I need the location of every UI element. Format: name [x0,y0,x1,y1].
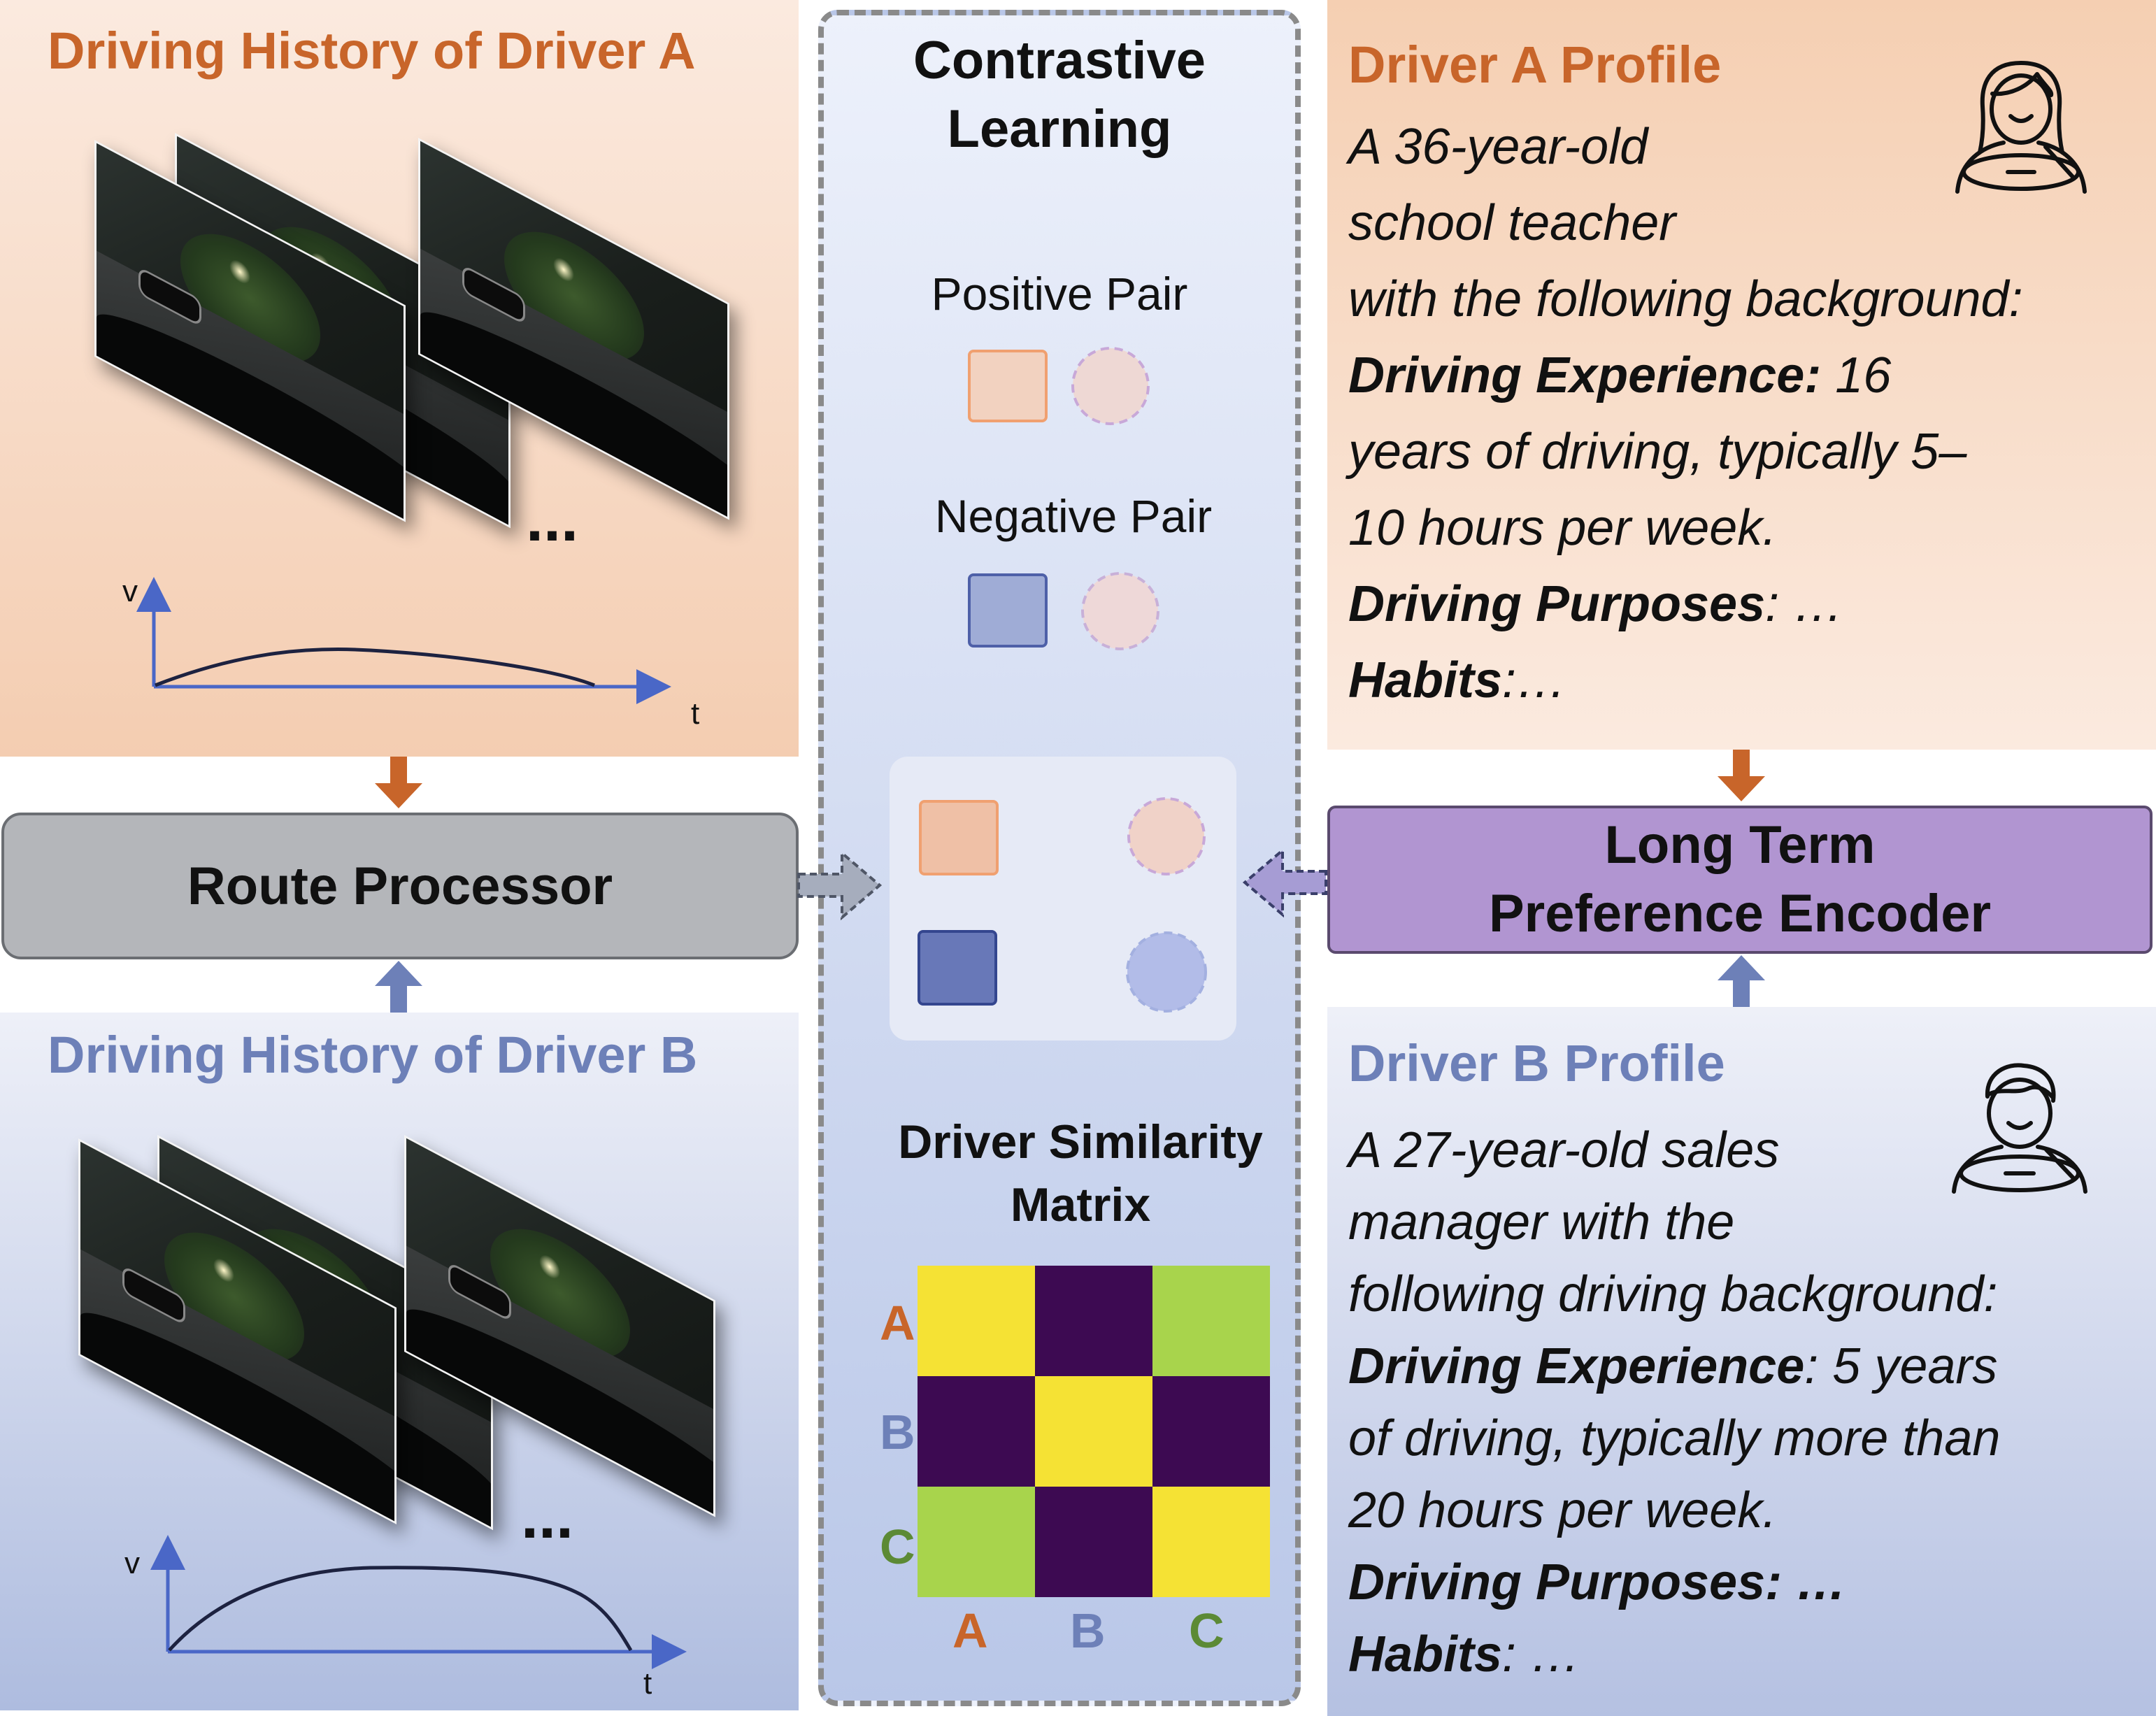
embedding-space-icons [918,797,1207,1013]
profile-line: Driving Experience: 5 years [1348,1331,2000,1403]
velocity-chart-b: v t [124,1535,687,1699]
purposes-label: Driving Purposes: … [1348,1554,1847,1610]
profile-line: Habits: … [1348,1619,2000,1691]
matrix-cell [1152,1266,1270,1376]
route-processor-box: Route Processor [1,813,799,959]
driver-b-profile-text: A 27-year-old sales manager with the fol… [1348,1115,2000,1691]
driver-a-history-title: Driving History of Driver A [48,22,696,80]
v-label: v [124,1546,140,1580]
profile-line: with the following background: [1348,271,2023,327]
col-label-a: A [952,1603,988,1658]
experience-value: : 5 years [1804,1338,1998,1394]
profile-line: following driving background: [1348,1266,1998,1322]
matrix-cell [1035,1376,1152,1487]
up-arrow-b [375,961,422,1013]
col-label-b: B [1070,1603,1106,1658]
encoder-line2: Preference Encoder [1488,884,1992,943]
driver-a-profile-panel [1327,0,2156,750]
experience-label: Driving Experience [1348,1338,1805,1394]
female-driver-icon [1955,61,2087,194]
profile-line: A 27-year-old sales [1348,1122,1780,1178]
profile-line: school teacher [1348,195,1676,251]
male-driver-icon [1952,1063,2087,1194]
driver-b-profile-title: Driver B Profile [1348,1034,1725,1092]
habits-label: Habits [1348,652,1503,708]
col-label-c: C [1189,1603,1225,1658]
t-label: t [691,696,699,731]
matrix-cell [918,1487,1035,1597]
profile-line: of driving, typically more than [1348,1410,2001,1466]
encoder-line1: Long Term [1604,815,1876,875]
purposes-value: : … [1765,576,1844,632]
matrix-title: Driver Similarity Matrix [839,1110,1322,1236]
negative-pair-icons [968,572,1159,650]
t-label: t [643,1666,652,1699]
profile-line: A 36-year-old [1348,119,1648,175]
matrix-cell [918,1376,1035,1487]
contrastive-title: Contrastive Learning [818,27,1301,164]
driver-a-profile-text: A 36-year-old school teacher with the fo… [1348,109,2023,719]
matrix-cell [1152,1487,1270,1597]
dashed-circle [1071,347,1150,425]
negative-pair-label: Negative Pair [934,490,1213,542]
contrastive-title-line1: Contrastive [913,31,1206,90]
similarity-matrix: A B C A B C [880,1266,1270,1658]
experience-value: 16 [1821,348,1892,403]
orange-square [968,350,1048,422]
experience-label: Driving Experience: [1348,348,1822,403]
ellipsis: ... [521,1482,574,1552]
blue-square [968,573,1048,648]
profile-line: 10 hours per week. [1348,500,1777,556]
v-label: v [122,574,138,608]
matrix-cell [1035,1487,1152,1597]
dashed-circle [1126,931,1207,1013]
down-arrow-a [375,757,422,808]
row-label-b: B [880,1405,915,1459]
row-label-a: A [880,1296,915,1350]
habits-value: :… [1502,652,1567,708]
profile-line: years of driving, typically 5– [1348,424,1967,480]
profile-line: Driving Experience: 16 [1348,338,2023,414]
habits-value: : … [1502,1626,1581,1682]
preference-encoder-box: Long Term Preference Encoder [1327,806,2153,954]
velocity-chart-a: v t [122,574,699,731]
route-to-embedding-arrow [797,850,883,920]
positive-pair-label: Positive Pair [931,268,1188,320]
profile-line: Driving Purposes: … [1348,566,2023,643]
up-arrow-profile-b [1718,955,1765,1007]
matrix-title-line1: Driver Similarity [898,1115,1263,1168]
profile-line: 20 hours per week. [1348,1482,1777,1538]
habits-label: Habits [1348,1626,1503,1682]
driver-b-profile-panel [1327,1007,2156,1716]
dashed-circle [1081,572,1159,650]
dashed-circle [1127,797,1206,875]
purposes-label: Driving Purposes [1348,576,1766,632]
profile-line: Driving Purposes: … [1348,1547,2000,1619]
driver-b-history-title: Driving History of Driver B [48,1026,698,1084]
contrastive-title-line2: Learning [947,99,1172,159]
matrix-title-line2: Matrix [1010,1178,1151,1231]
profile-line: manager with the [1348,1194,1735,1250]
row-label-c: C [880,1520,915,1574]
matrix-cell [1035,1266,1152,1376]
driver-a-profile-title: Driver A Profile [1348,36,1722,94]
positive-pair-icons [968,347,1150,425]
profile-line: Habits:… [1348,643,2023,719]
matrix-cell [918,1266,1035,1376]
orange-square [919,800,999,875]
matrix-cell [1152,1376,1270,1487]
blue-square [918,930,997,1006]
encoder-to-embedding-arrow [1242,848,1327,917]
velocity-curve [168,1566,633,1652]
down-arrow-profile-a [1718,750,1765,801]
velocity-curve [155,647,595,687]
ellipsis: ... [526,485,579,555]
